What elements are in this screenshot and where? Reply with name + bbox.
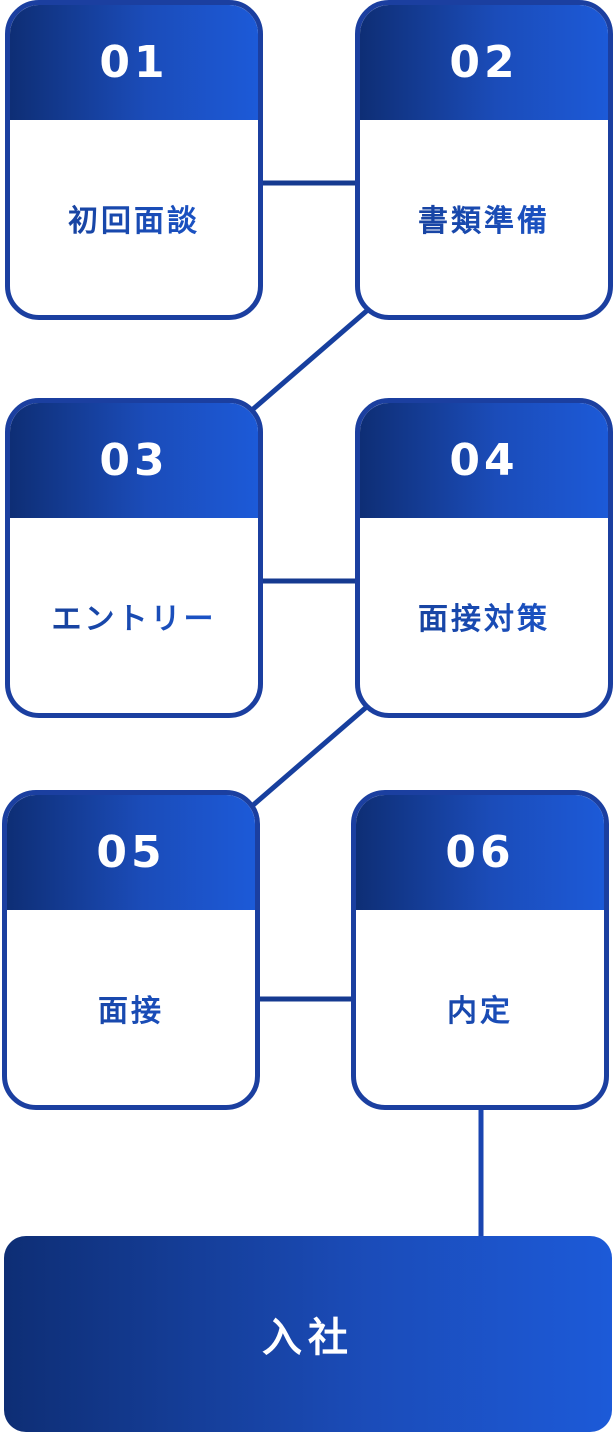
step-number: 06 bbox=[356, 795, 604, 910]
step-label: 面接 bbox=[7, 910, 255, 1105]
step-label: エントリー bbox=[10, 518, 258, 713]
connector-04-05 bbox=[250, 702, 372, 808]
step-number: 04 bbox=[360, 403, 608, 518]
step-number: 05 bbox=[7, 795, 255, 910]
connector-02-03 bbox=[250, 306, 372, 412]
step-card-06: 06 内定 bbox=[351, 790, 609, 1110]
step-number: 02 bbox=[360, 5, 608, 120]
step-card-04: 04 面接対策 bbox=[355, 398, 613, 718]
step-card-01: 01 初回面談 bbox=[5, 0, 263, 320]
step-card-03: 03 エントリー bbox=[5, 398, 263, 718]
step-card-02: 02 書類準備 bbox=[355, 0, 613, 320]
step-number: 01 bbox=[10, 5, 258, 120]
step-label: 面接対策 bbox=[360, 518, 608, 713]
final-step-joining: 入社 bbox=[4, 1236, 612, 1432]
step-label: 書類準備 bbox=[360, 120, 608, 315]
step-card-05: 05 面接 bbox=[2, 790, 260, 1110]
step-number: 03 bbox=[10, 403, 258, 518]
step-label: 内定 bbox=[356, 910, 604, 1105]
step-label: 初回面談 bbox=[10, 120, 258, 315]
